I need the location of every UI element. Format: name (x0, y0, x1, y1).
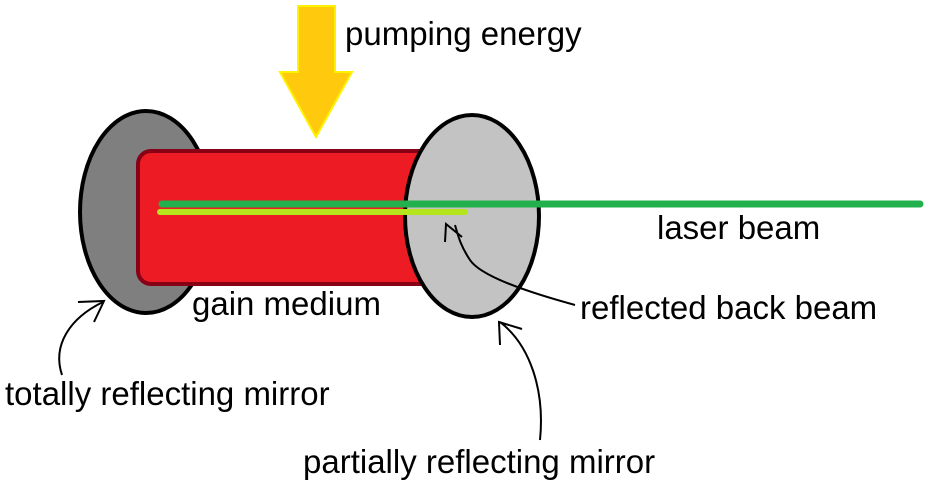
gain-medium-label: gain medium (192, 285, 381, 322)
laser-beam-label: laser beam (657, 209, 820, 246)
partially-reflecting-mirror-label: partially reflecting mirror (303, 443, 655, 480)
pumping-energy-label: pumping energy (345, 15, 582, 52)
gain-medium (136, 149, 440, 286)
total-mirror-pointer-arrow (58, 299, 106, 376)
totally-reflecting-mirror-label: totally reflecting mirror (5, 375, 330, 412)
pumping-energy-arrow (278, 5, 354, 140)
partial-mirror-pointer-arrow (497, 320, 542, 441)
partially-reflecting-mirror (403, 113, 541, 319)
reflected-back-beam-label: reflected back beam (580, 289, 877, 326)
reflected-beam-pointer-arrow (444, 221, 576, 306)
